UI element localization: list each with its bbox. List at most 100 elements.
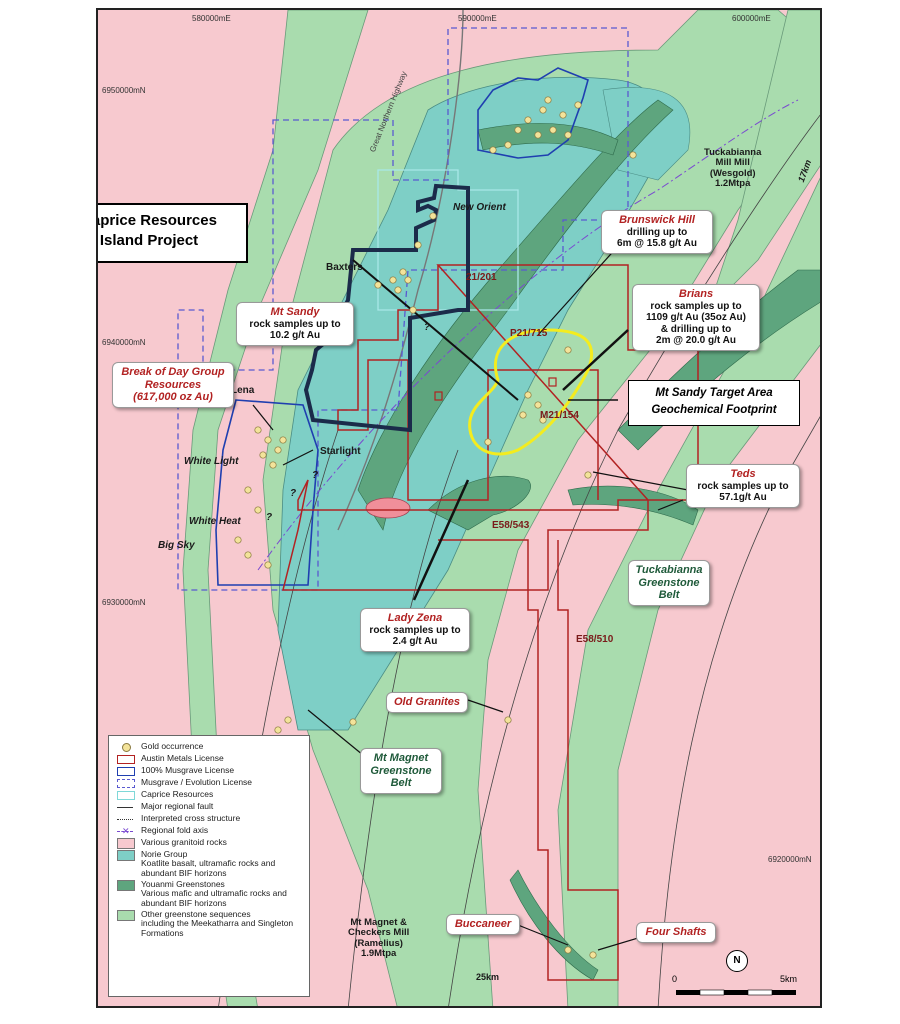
callout-brunswick-hill: Brunswick Hill drilling up to 6m @ 15.8 … <box>601 210 713 254</box>
scale-five: 5km <box>780 974 798 984</box>
gold-occurrence <box>264 561 272 569</box>
gold-occurrence <box>244 551 252 559</box>
gold-occurrence <box>524 391 532 399</box>
place-new-orient: New Orient <box>453 202 506 213</box>
gold-occurrence <box>234 536 242 544</box>
legend-caprice: Caprice Resources <box>115 789 303 800</box>
fault-line-icon <box>115 802 137 812</box>
callout-break-of-day: Break of Day Group Resources (617,000 oz… <box>112 362 234 408</box>
callout-four-shafts: Four Shafts <box>636 922 716 943</box>
gold-occurrence <box>544 96 552 104</box>
license-e58-510: E58/510 <box>576 634 614 645</box>
youanmi-band-1 <box>357 99 674 531</box>
other-greenstone-west <box>182 10 369 1006</box>
gold-occurrence <box>504 141 512 149</box>
place-baxters: Baxters <box>326 262 363 273</box>
musgrave-evolution-license <box>177 27 629 591</box>
gold-occurrence <box>259 451 267 459</box>
license-p21-715: P21/715 <box>510 328 548 339</box>
gold-occurrence <box>514 126 522 134</box>
callout-mt-sandy: Mt Sandy rock samples up to 10.2 g/t Au <box>236 302 354 346</box>
small-license <box>548 377 557 387</box>
legend-musgrave: 100% Musgrave License <box>115 765 303 776</box>
gold-occurrence <box>549 126 557 134</box>
scale-bar: 0 5km <box>670 972 800 998</box>
gold-occurrence <box>274 446 282 454</box>
callout-lady-zena: Lady Zena rock samples up to 2.4 g/t Au <box>360 608 470 652</box>
legend-granitoid: Various granitoid rocks <box>115 837 303 849</box>
map-legend: Gold occurrence Austin Metals License 10… <box>108 735 310 997</box>
tuckabianna-mill: Tuckabianna Mill Mill (Wesgold) 1.2Mtpa <box>704 147 762 190</box>
license-21-201: 21/201 <box>466 272 497 283</box>
gold-occurrence <box>564 131 572 139</box>
legend-austin: Austin Metals License <box>115 753 303 764</box>
gold-occurrence <box>539 416 547 424</box>
gold-occurrence <box>244 486 252 494</box>
place-starlight: Starlight <box>320 446 361 457</box>
gold-occurrence <box>484 438 492 446</box>
callout-tuckabianna-belt: Tuckabianna Greenstone Belt <box>628 560 710 606</box>
gold-occurrence <box>389 276 397 284</box>
gold-occurrence <box>564 946 572 954</box>
gold-occurrence <box>629 151 637 159</box>
gold-occurrence <box>524 116 532 124</box>
scale-graphic <box>676 989 796 996</box>
license-e58-543: E58/543 <box>492 520 530 531</box>
small-license <box>434 391 443 401</box>
norie-swatch-icon <box>115 850 137 861</box>
grid-label-n6920: 6920000mN <box>768 855 812 864</box>
callout-teds: Teds rock samples up to 57.1g/t Au <box>686 464 800 508</box>
musgrave-license-west <box>215 399 319 586</box>
target-footprint <box>468 328 594 456</box>
gold-occurrence <box>589 951 597 959</box>
gold-occurrence <box>564 346 572 354</box>
license-m21-154: M21/154 <box>540 410 579 421</box>
gold-occurrence <box>374 281 382 289</box>
granitoid-inlier <box>365 497 411 519</box>
gold-occurrence <box>404 276 412 284</box>
dotted-line-icon <box>115 814 137 824</box>
question-mark: ? <box>424 322 431 333</box>
red-box-icon <box>115 754 137 764</box>
question-mark: ? <box>290 488 297 499</box>
gold-occurrence <box>519 411 527 419</box>
gold-occurrence <box>269 461 277 469</box>
target-area-label: Mt Sandy Target Area Geochemical Footpri… <box>628 380 800 426</box>
granitoid-swatch-icon <box>115 838 137 849</box>
gold-occurrence <box>409 306 417 314</box>
gold-occurrence <box>394 286 402 294</box>
gold-occurrence <box>574 101 582 109</box>
legend-evolution: Musgrave / Evolution License <box>115 777 303 788</box>
grid-label-e580: 580000mE <box>192 14 231 23</box>
highway-line <box>337 10 464 531</box>
grid-label-e600: 600000mE <box>732 14 771 23</box>
question-mark: ? <box>266 512 273 523</box>
place-white-light: White Light <box>184 456 239 467</box>
gold-occurrence <box>534 401 542 409</box>
grid-label-e590: 590000mE <box>458 14 497 23</box>
youanmi-band-4 <box>567 485 699 526</box>
question-mark: ? <box>312 470 319 481</box>
gold-occurrence <box>264 436 272 444</box>
gold-occurrence <box>584 471 592 479</box>
place-white-heat: White Heat <box>189 516 241 527</box>
fold-axis-icon: ✕ <box>115 826 137 836</box>
youanmi-band-2 <box>477 123 619 156</box>
gold-occurrence <box>534 131 542 139</box>
cyan-box-icon <box>115 790 137 800</box>
north-arrow-icon: N <box>726 950 748 972</box>
place-big-sky: Big Sky <box>158 540 195 551</box>
caprice-island-project-label: Caprice Resources Island Project <box>98 203 248 263</box>
gold-occurrence <box>254 426 262 434</box>
gold-occurrence <box>399 268 407 276</box>
grid-label-n6950: 6950000mN <box>102 86 146 95</box>
gold-occurrence <box>504 716 512 724</box>
greenstone-swatch-icon <box>115 910 137 922</box>
blue-box-icon <box>115 766 137 776</box>
caprice-license <box>377 169 519 311</box>
gold-occurrence <box>414 241 422 249</box>
callout-brians: Brians rock samples up to 1109 g/t Au (3… <box>632 284 760 351</box>
gold-occurrence <box>349 718 357 726</box>
mt-magnet-distance: 25km <box>476 972 500 982</box>
